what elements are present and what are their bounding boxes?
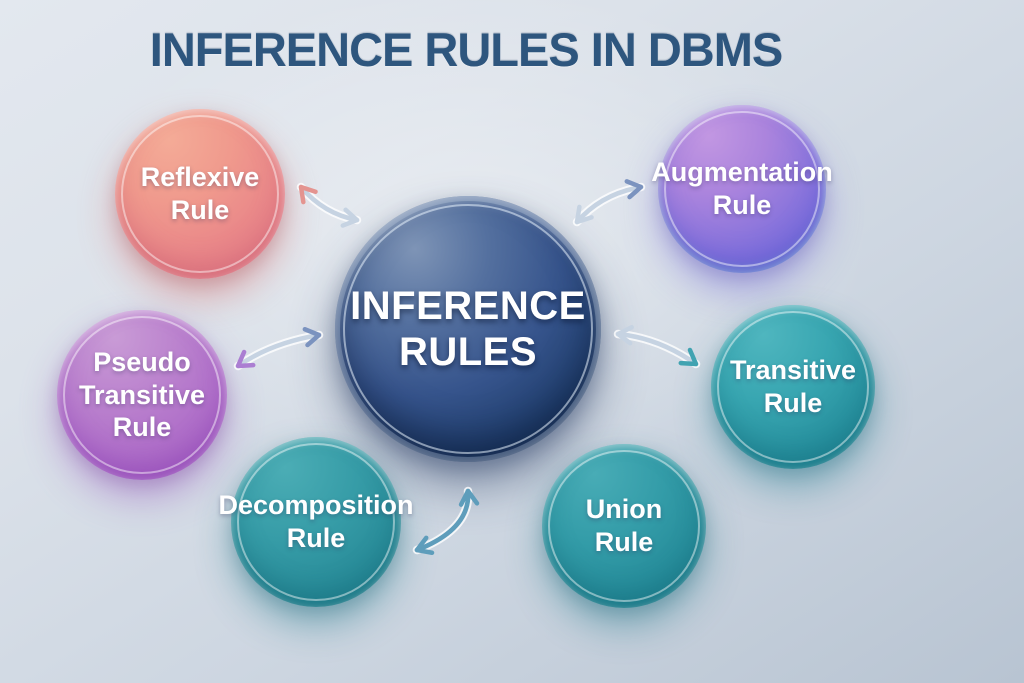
node-label: Union Rule	[585, 494, 663, 557]
node-pseudo-transitive-rule: Pseudo Transitive Rule	[57, 310, 227, 480]
node-label: Reflexive Rule	[140, 162, 260, 225]
node-label: Decomposition Rule	[218, 490, 414, 553]
arrow-reflexive-center	[296, 182, 362, 228]
arrow-pseudo-transitive-center	[233, 326, 324, 371]
node-label: Augmentation Rule	[651, 157, 833, 220]
node-union-rule: Union Rule	[542, 444, 706, 608]
arrow-center-decomposition	[412, 486, 480, 555]
node-augmentation-rule: Augmentation Rule	[651, 105, 833, 273]
node-decomposition-rule: Decomposition Rule	[219, 437, 414, 607]
node-label: INFERENCE RULES	[350, 284, 586, 374]
page-title: INFERENCE RULES IN DBMS	[149, 23, 783, 76]
arrow-center-transitive	[613, 325, 701, 369]
node-reflexive-rule: Reflexive Rule	[115, 109, 285, 279]
node-inference-rules: INFERENCE RULES	[335, 196, 601, 462]
node-transitive-rule: Transitive Rule	[711, 305, 875, 469]
node-label: Pseudo Transitive Rule	[78, 346, 206, 443]
arrow-center-augmentation	[572, 179, 646, 227]
node-label: Transitive Rule	[729, 355, 857, 418]
